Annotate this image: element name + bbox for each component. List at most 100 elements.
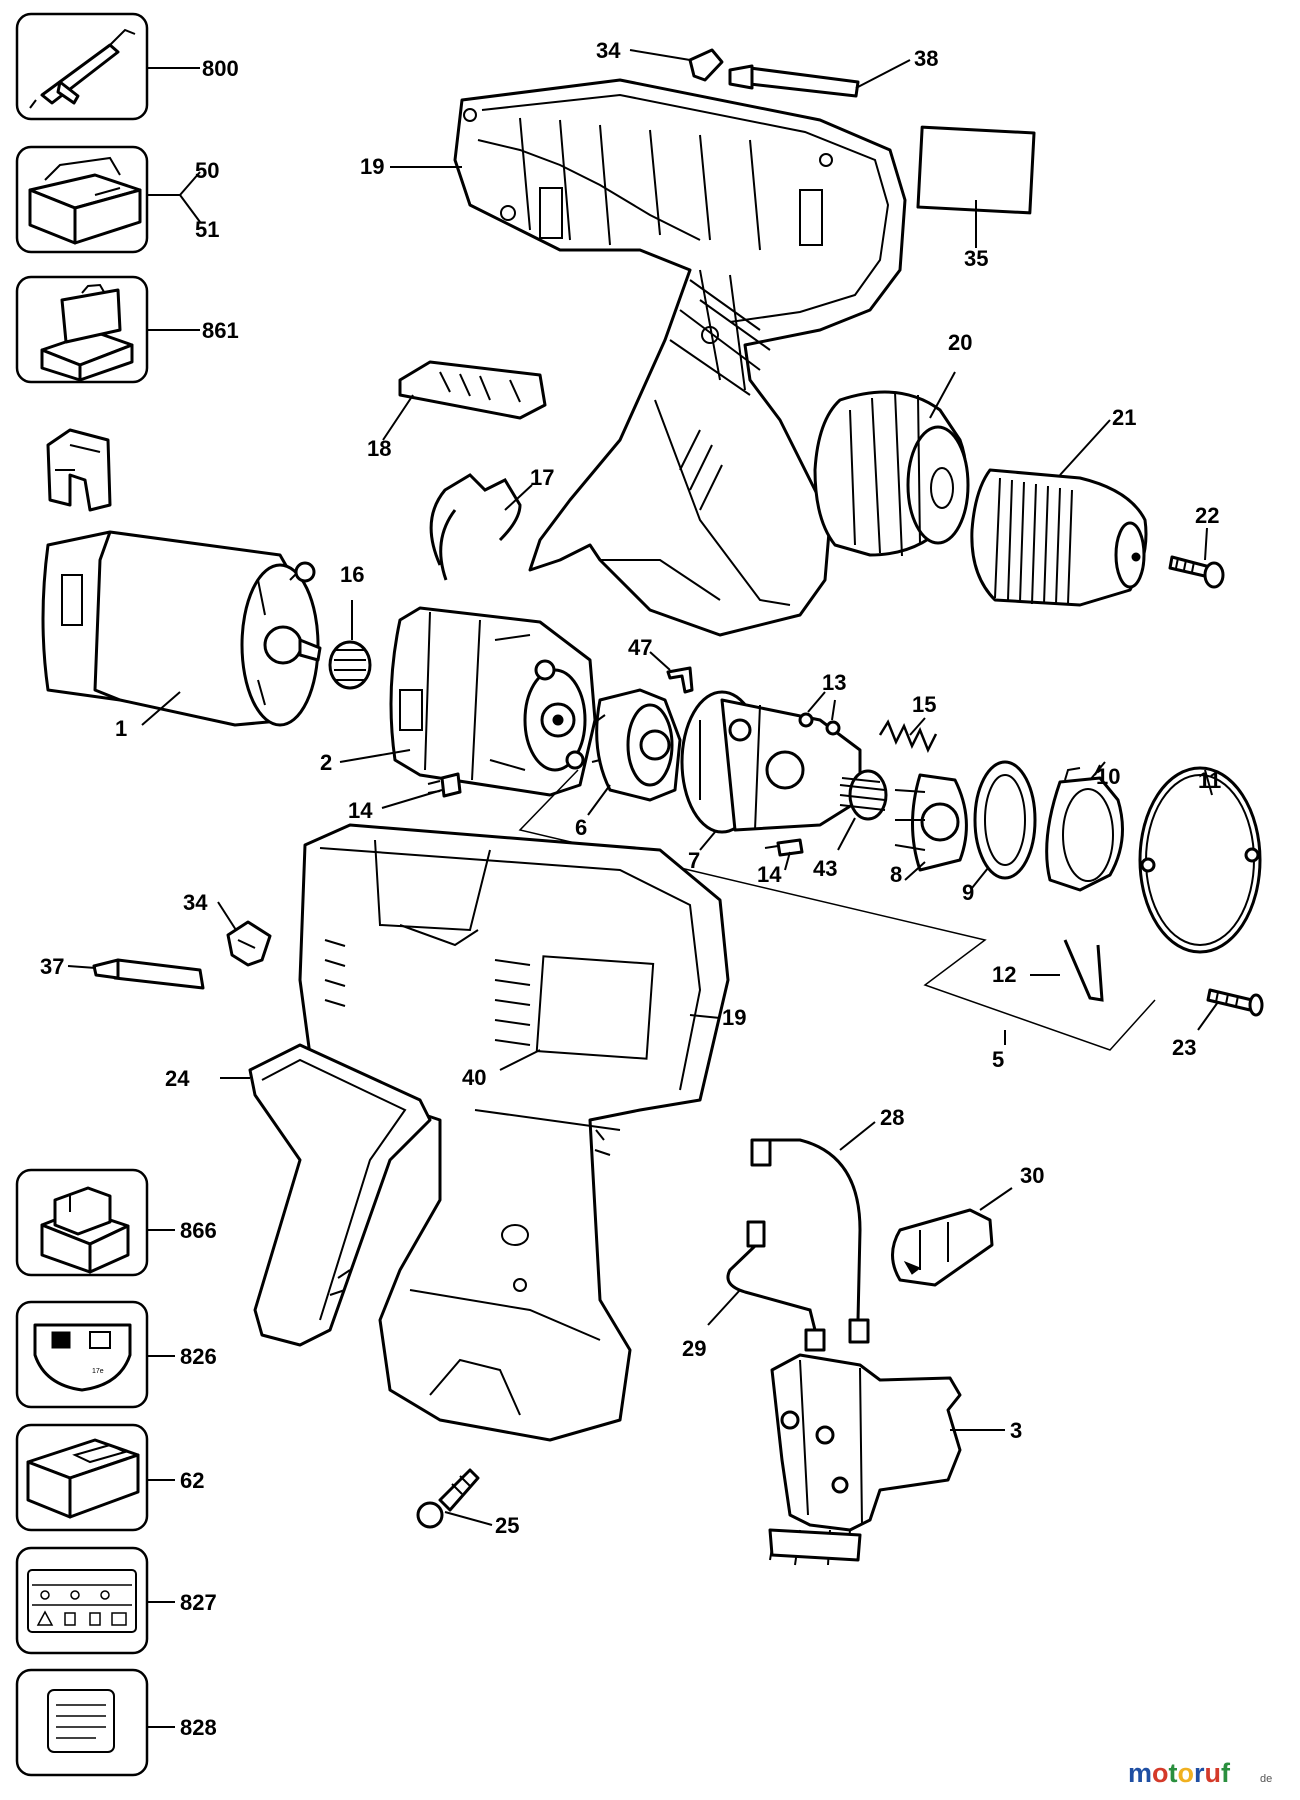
- callout-51: 51: [195, 217, 219, 242]
- screw-22: [1168, 527, 1225, 589]
- slider-18: [382, 360, 547, 441]
- label-40: [499, 1049, 541, 1071]
- wire-ring-11: [1138, 766, 1262, 954]
- pinion-gear-16: [328, 600, 372, 690]
- callout-861: 861: [202, 318, 239, 343]
- accessory-box-62: [15, 1423, 175, 1532]
- callout-9: 9: [962, 880, 974, 905]
- callout-800: 800: [202, 56, 239, 81]
- screw-23: [1197, 988, 1264, 1031]
- watermark-text: motoruf: [1128, 1758, 1231, 1788]
- callout-21: 21: [1112, 405, 1136, 430]
- accessory-box-826: 17e: [15, 1300, 175, 1409]
- housing-half-bottom: [298, 823, 730, 1442]
- motor-1: [41, 530, 322, 727]
- clip-34-top: [629, 48, 724, 82]
- kit-bracket-5: [518, 769, 1156, 1051]
- callout-15: 15: [912, 692, 936, 717]
- accessory-box-827: [15, 1546, 175, 1655]
- callout-34-top: 34: [596, 38, 621, 63]
- watermark-letter: u: [1205, 1758, 1222, 1788]
- battery-cover-24: [220, 1043, 432, 1347]
- ring-10: [1045, 761, 1124, 892]
- screw-14-left: [381, 772, 462, 809]
- collar-20: [813, 371, 970, 557]
- callout-47: 47: [628, 635, 652, 660]
- callout-38: 38: [914, 46, 938, 71]
- clip-34-left: [217, 901, 272, 967]
- accessory-box-866: [15, 1168, 175, 1277]
- carrier-7: [680, 690, 862, 851]
- callout-14-right: 14: [757, 862, 782, 887]
- callout-826: 826: [180, 1344, 217, 1369]
- callout-827: 827: [180, 1590, 217, 1615]
- ring-gear-6: [587, 688, 682, 816]
- screw-25: [416, 1468, 493, 1529]
- watermark-letter: r: [1194, 1758, 1205, 1788]
- callout-labels: 800 50 51 861 866 826 62 827 828 34 38 1…: [40, 38, 1221, 1740]
- spring-clip-17: [429, 473, 533, 581]
- accessory-box-50-51: [15, 145, 201, 254]
- callout-43: 43: [813, 856, 837, 881]
- watermark-letter: f: [1221, 1758, 1231, 1788]
- spring-43: [837, 769, 888, 851]
- watermark-letter: m: [1128, 1758, 1152, 1788]
- gearbox-housing-2: [339, 606, 597, 797]
- screwdriver-bit-37: [67, 958, 205, 990]
- spring-15: [878, 717, 938, 754]
- callout-28: 28: [880, 1105, 904, 1130]
- callout-19-bottom: 19: [722, 1005, 746, 1030]
- callout-13: 13: [822, 670, 846, 695]
- callout-2: 2: [320, 750, 332, 775]
- callout-17: 17: [530, 465, 554, 490]
- callout-20: 20: [948, 330, 972, 355]
- callout-828: 828: [180, 1715, 217, 1740]
- u-wire-12: [1030, 939, 1104, 1002]
- ring-9: [971, 760, 1037, 889]
- watermark-letter: o: [1152, 1758, 1169, 1788]
- callout-866: 866: [180, 1218, 217, 1243]
- label-plate-35: [916, 125, 1036, 248]
- bracket-47: [649, 651, 694, 694]
- callout-37: 37: [40, 954, 64, 979]
- wire-28: [750, 1121, 876, 1344]
- callout-50: 50: [195, 158, 219, 183]
- callout-6: 6: [575, 815, 587, 840]
- callout-19-top: 19: [360, 154, 384, 179]
- callout-34-left: 34: [183, 890, 208, 915]
- accessory-box-828: [15, 1668, 175, 1777]
- screwdriver-bit-38: [728, 59, 911, 98]
- callout-23: 23: [1172, 1035, 1196, 1060]
- callout-18: 18: [367, 436, 391, 461]
- plate-8: [894, 773, 968, 881]
- callout-25: 25: [495, 1513, 519, 1538]
- callout-3: 3: [1010, 1418, 1022, 1443]
- switch-cap-30: [891, 1187, 1013, 1287]
- callout-8: 8: [890, 862, 902, 887]
- callout-1: 1: [115, 716, 127, 741]
- balls-13: [798, 691, 841, 736]
- callout-40: 40: [462, 1065, 486, 1090]
- callout-5: 5: [992, 1047, 1004, 1072]
- callout-62: 62: [180, 1468, 204, 1493]
- callout-7: 7: [688, 848, 700, 873]
- chuck-21: [970, 419, 1148, 607]
- watermark: motoruf de: [1128, 1758, 1272, 1788]
- watermark-letter: t: [1169, 1758, 1178, 1788]
- switch-bracket: [46, 428, 112, 512]
- callout-29: 29: [682, 1336, 706, 1361]
- screw-14-right: [764, 838, 804, 871]
- callout-16: 16: [340, 562, 364, 587]
- callout-14-left: 14: [348, 798, 373, 823]
- callout-30: 30: [1020, 1163, 1044, 1188]
- callout-24: 24: [165, 1066, 190, 1091]
- watermark-letter: o: [1178, 1758, 1195, 1788]
- callout-22: 22: [1195, 503, 1219, 528]
- watermark-suffix: de: [1260, 1773, 1272, 1785]
- accessory-box-861: [15, 275, 200, 384]
- accessory-box-800: [15, 12, 200, 121]
- callout-12: 12: [992, 962, 1016, 987]
- box-826-text: 17e: [92, 1368, 104, 1375]
- callout-10: 10: [1096, 764, 1120, 789]
